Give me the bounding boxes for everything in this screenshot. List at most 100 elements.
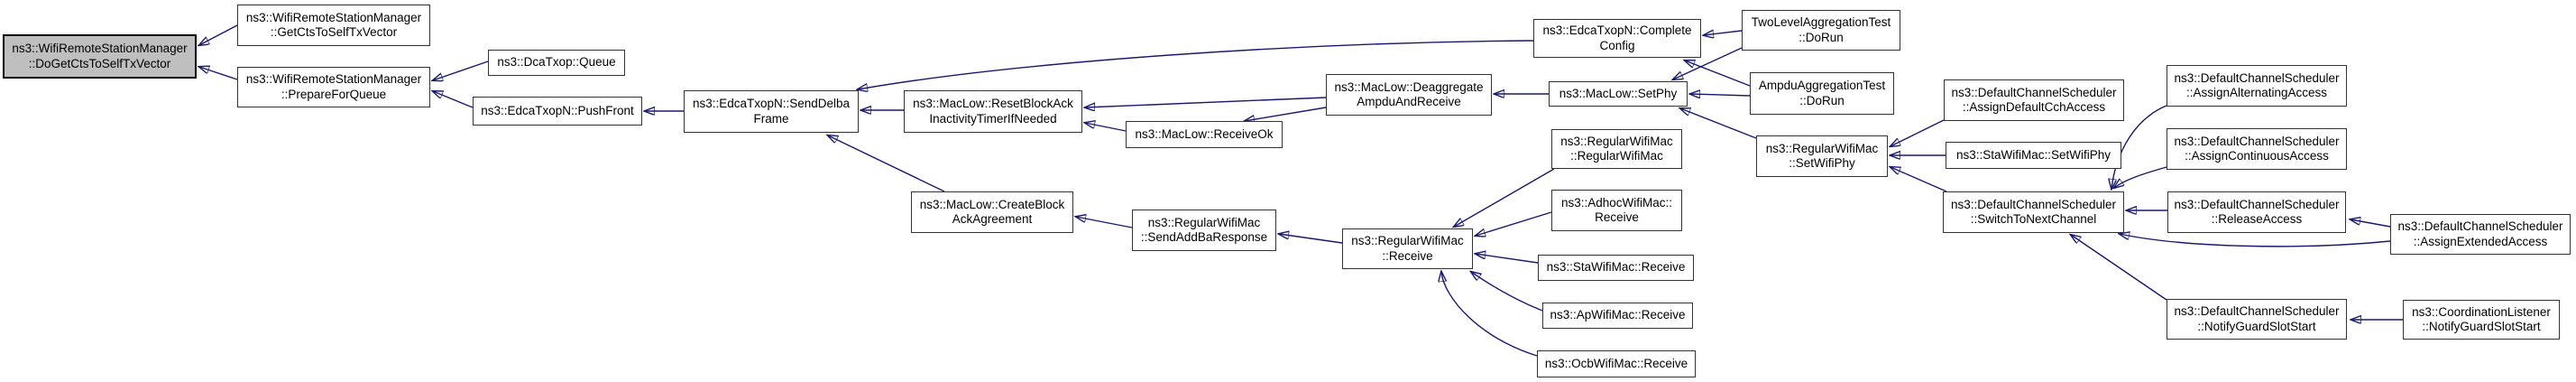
node-label: ns3::DefaultChannelScheduler [1950, 197, 2117, 211]
node-label: AmpduAndReceive [1357, 95, 1461, 108]
node-assign-default-cch-access[interactable]: ns3::DefaultChannelScheduler ::AssignDef… [1944, 79, 2124, 121]
node-label: AckAgreement [952, 212, 1033, 226]
edge-deagg-to-receive-ok [1245, 107, 1327, 121]
edge-switchnext-to-regsetwifiphy [1891, 167, 1947, 192]
node-label: ns3::CoordinationListener [2412, 304, 2551, 319]
node-prepare-for-queue[interactable]: ns3::WifiRemoteStationManager ::PrepareF… [237, 67, 430, 107]
node-label: ns3::RegularWifiMac [1560, 134, 1673, 148]
edge-notifyguard-to-switchnext [2071, 235, 2167, 301]
node-deaggregate-ampdu-and-receive[interactable]: ns3::MacLow::Deaggregate AmpduAndReceive [1326, 74, 1492, 116]
node-switch-to-next-channel[interactable]: ns3::DefaultChannelScheduler ::SwitchToN… [1943, 191, 2124, 233]
edge-twolevel-to-setphy [1673, 47, 1743, 79]
node-label: ns3::OcbWifiMac::Receive [1544, 356, 1688, 370]
node-dca-txop-queue[interactable]: ns3::DcaTxop::Queue [488, 50, 625, 76]
node-assign-extended-access[interactable]: ns3::DefaultChannelScheduler ::AssignExt… [2390, 214, 2571, 255]
node-two-level-aggregation-test-do-run[interactable]: TwoLevelAggregationTest ::DoRun [1742, 10, 1900, 51]
node-label: ::GetCtsToSelfTxVector [270, 25, 398, 39]
node-label: ns3::ApWifiMac::Receive [1550, 308, 1686, 322]
edge-assignalt-to-switchnext [2111, 105, 2167, 189]
edge-prepare-to-root [199, 67, 238, 80]
node-label: AmpduAggregationTest [1758, 79, 1886, 93]
node-adhoc-wifi-mac-receive[interactable]: ns3::AdhocWifiMac:: Receive [1551, 190, 1682, 231]
edge-receive-to-sendaddba [1279, 234, 1343, 244]
edge-ap-to-receive [1471, 272, 1543, 312]
edge-assignext-to-switchnext [2120, 234, 2391, 247]
edge-ctor-to-receive [1454, 168, 1555, 227]
node-edca-txop-complete-config[interactable]: ns3::EdcaTxopN::Complete Config [1533, 19, 1701, 58]
node-label: ns3::MacLow::ResetBlockAck [913, 97, 1073, 111]
node-regular-wifi-mac-constructor[interactable]: ns3::RegularWifiMac ::RegularWifiMac [1551, 129, 1682, 169]
node-label: ::NotifyGuardSlotStart [2197, 319, 2316, 333]
node-release-access[interactable]: ns3::DefaultChannelScheduler ::ReleaseAc… [2167, 191, 2346, 233]
node-sta-wifi-mac-set-wifi-phy[interactable]: ns3::StaWifiMac::SetWifiPhy [1946, 142, 2121, 169]
node-label: InactivityTimerIfNeeded [929, 111, 1057, 126]
node-label: ns3::MacLow::Deaggregate [1334, 79, 1484, 94]
edge-dca-queue-to-prepare [433, 61, 489, 80]
node-label: ns3::DcaTxop::Queue [497, 55, 616, 70]
node-label: ns3::MacLow::ReceiveOk [1135, 126, 1274, 141]
node-mac-low-receive-ok[interactable]: ns3::MacLow::ReceiveOk [1126, 121, 1283, 148]
node-label: ::DoRun [1799, 30, 1844, 44]
node-label: Receive [1595, 210, 1639, 224]
edge-adhoc-to-receive [1476, 211, 1552, 236]
node-get-cts-to-self-tx-vector[interactable]: ns3::WifiRemoteStationManager ::GetCtsTo… [237, 5, 430, 46]
edge-deagg-to-reset [1085, 97, 1327, 107]
node-mac-low-set-phy[interactable]: ns3::MacLow::SetPhy [1549, 81, 1688, 107]
node-label: ::RegularWifiMac [1570, 149, 1663, 163]
edge-twolevel-to-complete [1704, 31, 1743, 35]
node-ocb-wifi-mac-receive[interactable]: ns3::OcbWifiMac::Receive [1537, 350, 1696, 377]
node-assign-continuous-access[interactable]: ns3::DefaultChannelScheduler ::AssignCon… [2167, 128, 2347, 170]
edge-assigndefcch-to-regsetwifiphy [1891, 119, 1945, 146]
node-label: ::DoGetCtsToSelfTxVector [28, 56, 171, 70]
node-do-get-cts-to-self-tx-vector: ns3::WifiRemoteStationManager ::DoGetCts… [3, 34, 197, 79]
edge-ampdu-to-setphy [1690, 94, 1751, 96]
node-regular-wifi-mac-receive[interactable]: ns3::RegularWifiMac ::Receive [1342, 228, 1473, 269]
node-label: ns3::EdcaTxopN::PushFront [481, 103, 634, 117]
edge-sendaddba-to-create [1076, 217, 1133, 228]
node-coordination-listener-notify-guard-slot-start[interactable]: ns3::CoordinationListener ::NotifyGuardS… [2403, 300, 2560, 340]
node-label: ::AssignDefaultCchAccess [1962, 100, 2106, 114]
edge-receive-ok-to-reset [1085, 123, 1127, 132]
edge-get-cts-to-root [199, 24, 238, 45]
node-label: ::NotifyGuardSlotStart [2422, 320, 2541, 333]
node-label: ns3::DefaultChannelScheduler [1951, 85, 2117, 99]
node-label: ns3::EdcaTxopN::SendDelba [692, 97, 851, 111]
node-label: ns3::DefaultChannelScheduler [2174, 134, 2340, 148]
node-send-add-ba-response[interactable]: ns3::RegularWifiMac ::SendAddBaResponse [1132, 210, 1276, 251]
node-label: ns3::DefaultChannelScheduler [2174, 70, 2340, 85]
edge-push-front-to-prepare [433, 91, 474, 108]
node-assign-alternating-access[interactable]: ns3::DefaultChannelScheduler ::AssignAlt… [2167, 65, 2347, 107]
node-label: ::SendAddBaResponse [1140, 230, 1268, 244]
node-label: ns3::DefaultChannelScheduler [2174, 304, 2340, 319]
edge-assignext-to-release [2351, 219, 2391, 228]
node-ap-wifi-mac-receive[interactable]: ns3::ApWifiMac::Receive [1542, 303, 1693, 329]
node-send-delba-frame[interactable]: ns3::EdcaTxopN::SendDelba Frame [684, 90, 859, 133]
node-regular-wifi-mac-set-wifi-phy[interactable]: ns3::RegularWifiMac ::SetWifiPhy [1756, 135, 1888, 177]
edge-assigncont-to-switchnext [2114, 166, 2167, 188]
node-label: ns3::RegularWifiMac [1147, 215, 1261, 229]
node-label: ::AssignContinuousAccess [2185, 149, 2329, 163]
node-label: ::AssignAlternatingAccess [2185, 86, 2328, 99]
node-label: ns3::MacLow::CreateBlock [919, 197, 1065, 211]
node-label: ns3::RegularWifiMac [1351, 234, 1464, 248]
node-label: ns3::WifiRemoteStationManager [12, 42, 188, 56]
node-sta-wifi-mac-receive[interactable]: ns3::StaWifiMac::Receive [1538, 255, 1694, 281]
node-label: ns3::AdhocWifiMac:: [1560, 195, 1673, 210]
node-label: ns3::WifiRemoteStationManager [245, 72, 422, 87]
node-label: ns3::DefaultChannelScheduler [2174, 197, 2340, 211]
node-edca-txop-push-front[interactable]: ns3::EdcaTxopN::PushFront [473, 97, 642, 126]
edge-ocb-to-receive [1441, 272, 1538, 357]
edge-ampdu-to-complete [1685, 61, 1751, 87]
node-label: ns3::MacLow::SetPhy [1559, 86, 1678, 100]
node-label: ns3::RegularWifiMac [1765, 141, 1879, 155]
node-label: ns3::StaWifiMac::SetWifiPhy [1955, 147, 2111, 162]
edge-complete-config-to-send-delba [858, 40, 1534, 89]
edge-create-to-send-delba [828, 135, 945, 192]
node-default-scheduler-notify-guard-slot-start[interactable]: ns3::DefaultChannelScheduler ::NotifyGua… [2167, 299, 2347, 340]
node-label: ns3::StaWifiMac::Receive [1546, 260, 1686, 275]
node-ampdu-aggregation-test-do-run[interactable]: AmpduAggregationTest ::DoRun [1750, 72, 1894, 115]
node-reset-block-ack-inactivity-timer[interactable]: ns3::MacLow::ResetBlockAck InactivityTim… [904, 90, 1082, 133]
node-create-block-ack-agreement[interactable]: ns3::MacLow::CreateBlock AckAgreement [911, 191, 1073, 233]
